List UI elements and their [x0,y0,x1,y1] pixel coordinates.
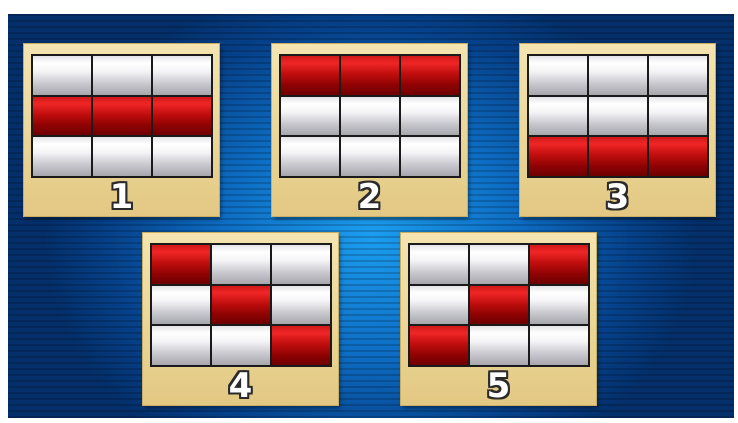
reel-symbol-cell [152,286,210,325]
reel-symbol-cell [410,245,468,284]
payline-highlight-cell [410,326,468,365]
reel-symbol-cell [33,56,91,95]
payline-highlight-cell [153,97,211,136]
reel-symbol-cell [93,137,151,176]
reel-symbol-cell [401,97,459,136]
payline-number: 2 [272,178,467,216]
payline-highlight-cell [281,56,339,95]
reel-symbol-cell [530,326,588,365]
payline-card-2: 2 [272,44,467,216]
reel-symbol-cell [341,97,399,136]
reel-symbol-cell [589,97,647,136]
payline-number: 3 [520,178,715,216]
payline-grid [408,243,590,367]
payline-grid [31,54,213,178]
payline-highlight-cell [401,56,459,95]
payline-highlight-cell [152,245,210,284]
reel-symbol-cell [401,137,459,176]
reel-symbol-cell [341,137,399,176]
reel-symbol-cell [212,326,270,365]
payline-highlight-cell [530,245,588,284]
reel-symbol-cell [529,97,587,136]
payline-highlight-cell [212,286,270,325]
reel-symbol-cell [212,245,270,284]
payline-grid [279,54,461,178]
payline-card-1: 1 [24,44,219,216]
payline-highlight-cell [33,97,91,136]
reel-symbol-cell [589,56,647,95]
payline-number: 4 [143,367,338,405]
reel-symbol-cell [470,245,528,284]
payline-highlight-cell [589,137,647,176]
reel-symbol-cell [272,286,330,325]
reel-symbol-cell [281,137,339,176]
reel-symbol-cell [93,56,151,95]
reel-symbol-cell [272,245,330,284]
payline-highlight-cell [272,326,330,365]
payline-card-5: 5 [401,233,596,405]
payline-grid [150,243,332,367]
paylines-panel: 1 2 3 4 5 [8,14,734,418]
reel-symbol-cell [410,286,468,325]
payline-grid [527,54,709,178]
payline-highlight-cell [529,137,587,176]
payline-card-3: 3 [520,44,715,216]
payline-highlight-cell [93,97,151,136]
reel-symbol-cell [649,56,707,95]
payline-highlight-cell [649,137,707,176]
reel-symbol-cell [152,326,210,365]
payline-card-4: 4 [143,233,338,405]
reel-symbol-cell [153,56,211,95]
reel-symbol-cell [529,56,587,95]
reel-symbol-cell [281,97,339,136]
payline-number: 1 [24,178,219,216]
reel-symbol-cell [649,97,707,136]
reel-symbol-cell [530,286,588,325]
payline-number: 5 [401,367,596,405]
reel-symbol-cell [33,137,91,176]
payline-highlight-cell [470,286,528,325]
reel-symbol-cell [153,137,211,176]
payline-highlight-cell [341,56,399,95]
reel-symbol-cell [470,326,528,365]
